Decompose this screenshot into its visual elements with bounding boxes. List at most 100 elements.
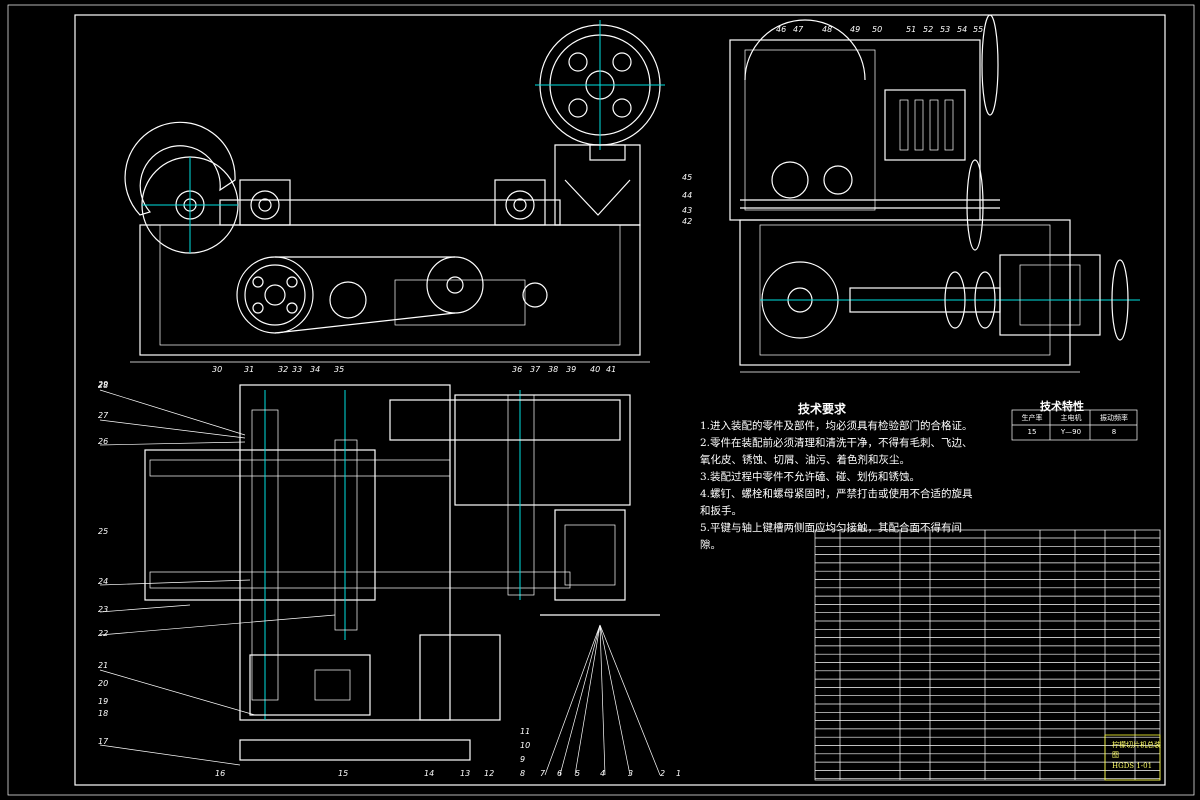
plan-frame-left: [144, 449, 376, 601]
part-label-10: 10: [520, 741, 530, 750]
plan-shaft-body-1: [251, 409, 279, 701]
side-pulley-top: [981, 14, 999, 116]
plan-rail-top: [149, 459, 451, 477]
motor-body: [394, 279, 526, 326]
side-v-pulley-2: [974, 271, 996, 329]
requirement-item: 隙。: [700, 539, 721, 551]
requirement-item: 和扳手。: [700, 505, 742, 517]
spec-value-2: Y—90: [1060, 428, 1082, 436]
part-label-13: 13: [460, 769, 470, 778]
leader-23: [99, 604, 191, 613]
part-label-53: 53: [940, 25, 950, 34]
pulley-hole-4: [612, 98, 632, 118]
plan-shaft-body-2: [334, 439, 358, 631]
title-block-cell: [1104, 734, 1161, 781]
part-label-27: 27: [98, 411, 109, 420]
part-label-4: 4: [600, 769, 605, 778]
part-label-24: 24: [98, 577, 108, 586]
machine-frame-front: [139, 224, 641, 356]
part-label-30: 30: [212, 365, 222, 374]
spec-col3-header: 振动频率: [1100, 414, 1128, 422]
part-label-44: 44: [682, 191, 692, 200]
hopper-v: [564, 179, 631, 216]
part-label-11: 11: [520, 727, 530, 736]
part-label-32: 32: [278, 365, 288, 374]
hopper-box: [554, 144, 641, 226]
part-label-21: 21: [98, 661, 108, 670]
requirement-item: 4.螺钉、螺栓和螺母紧固时，严禁打击或使用不合适的旋具: [700, 488, 973, 500]
part-label-48: 48: [822, 25, 832, 34]
spec-title: 技术特性: [1040, 400, 1084, 413]
frame-inner: [159, 224, 621, 346]
pulley-hole-1: [568, 52, 588, 72]
spec-col1-header: 生产率: [1021, 414, 1043, 422]
leader-2: [559, 624, 601, 776]
plan-view: [99, 384, 661, 776]
part-label-38: 38: [548, 365, 558, 374]
idler-pulley: [329, 281, 367, 319]
part-label-18: 18: [98, 709, 108, 718]
leader-27: [99, 419, 246, 439]
parts-table-rows: [815, 537, 1160, 780]
part-label-8: 8: [520, 769, 525, 778]
requirements-list: 1.进入装配的零件及部件，均必须具有检验部门的合格证。 2.零件在装配前必须清理…: [700, 418, 1000, 554]
drawing-number: HGDS 1-01: [1112, 762, 1153, 770]
part-label-54: 54: [957, 25, 967, 34]
part-label-5: 5: [575, 769, 580, 778]
spec-col2-header: 主电机: [1060, 414, 1082, 422]
side-flywheel: [1111, 259, 1129, 341]
part-label-17: 17: [98, 737, 109, 746]
part-label-19: 19: [98, 697, 108, 706]
part-label-9: 9: [520, 755, 525, 764]
bearing-left-outer: [250, 190, 280, 220]
side-cutter-box: [744, 49, 876, 211]
part-label-45: 45: [682, 173, 692, 182]
blade-4: [944, 99, 954, 151]
part-label-43: 43: [682, 206, 692, 215]
inner-border: [74, 14, 1166, 786]
part-label-37: 37: [530, 365, 541, 374]
leader-1: [544, 624, 601, 776]
leader-21: [99, 669, 256, 716]
spec-value-3: 8: [1111, 428, 1117, 436]
parts-table: [814, 529, 1161, 781]
motor-pulley: [426, 256, 484, 314]
spec-value-1: 15: [1027, 428, 1037, 436]
side-view: [729, 14, 1140, 373]
left-guard-wheel: [124, 121, 236, 216]
plan-reducer-inner: [314, 669, 351, 701]
part-label-33: 33: [292, 365, 302, 374]
side-v-pulley-1: [944, 271, 966, 329]
bearing-seat-right: [494, 179, 546, 226]
requirements-title: 技术要求: [798, 402, 847, 416]
blade-1: [899, 99, 909, 151]
bearing-seat-left: [239, 179, 291, 226]
plan-upper-shaft: [389, 399, 621, 441]
part-label-51: 51: [906, 25, 916, 34]
plan-main-frame: [239, 384, 451, 721]
leader-29: [99, 389, 246, 436]
part-label-22: 22: [98, 629, 108, 638]
part-label-31: 31: [244, 365, 254, 374]
part-label-1: 1: [676, 769, 681, 778]
side-frame-inner: [759, 224, 1051, 356]
requirement-item: 氧化皮、锈蚀、切屑、油污、着色剂和灰尘。: [700, 454, 910, 466]
hopper-top: [589, 144, 626, 161]
plan-gearbox-inner: [564, 524, 616, 586]
blade-2: [914, 99, 924, 151]
belt-bottom: [274, 312, 456, 334]
leader-6: [599, 624, 661, 776]
parts-table-frame: [814, 529, 1161, 781]
plan-base-plate: [239, 739, 471, 761]
leader-17: [99, 744, 241, 766]
part-label-6: 6: [557, 769, 562, 778]
requirement-item: 5.平键与轴上键槽两侧面应均匀接触，其配合面不得有间: [700, 522, 963, 534]
side-motor: [999, 254, 1101, 336]
drive-hole-1: [252, 276, 264, 288]
requirement-item: 1.进入装配的零件及部件，均必须具有检验部门的合格证。: [700, 420, 973, 432]
part-label-36: 36: [512, 365, 522, 374]
requirement-item: 3.装配过程中零件不允许磕、碰、划伤和锈蚀。: [700, 471, 921, 483]
part-label-2: 2: [660, 769, 665, 778]
part-label-26: 26: [98, 437, 108, 446]
